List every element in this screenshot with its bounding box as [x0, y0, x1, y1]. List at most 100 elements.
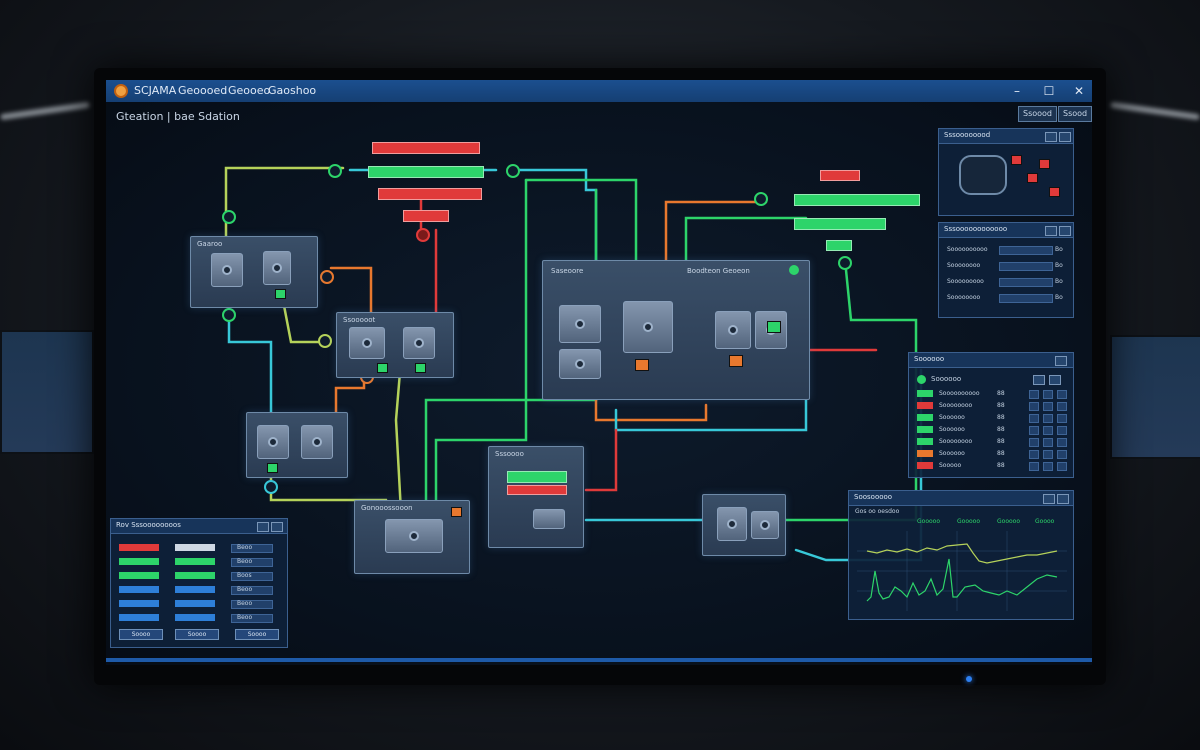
overview-panel[interactable]: Sssoooooood — [938, 128, 1074, 216]
control-row[interactable]: Boos — [119, 571, 283, 581]
panel-filter-button[interactable] — [1033, 375, 1045, 385]
process-node-5[interactable] — [702, 494, 786, 556]
pump-rotor-icon — [362, 338, 372, 348]
trend-panel[interactable]: Soosooooo Gos oo oesdoo Gooooo Gooooo Go… — [848, 490, 1074, 620]
menu-item-2[interactable]: Geooeo — [228, 84, 271, 97]
pump-icon[interactable] — [623, 301, 673, 353]
valve-icon[interactable] — [320, 270, 334, 284]
process-node-2[interactable]: Ssooooot — [336, 312, 454, 378]
panel-filter-button[interactable] — [1049, 375, 1061, 385]
table-row[interactable]: Soooooooooo Bo — [939, 245, 1073, 255]
control-footer-button[interactable]: Soooo — [175, 629, 219, 640]
valve-icon[interactable] — [222, 210, 236, 224]
process-node-3[interactable] — [246, 412, 348, 478]
panel-menu-button[interactable] — [257, 522, 269, 532]
panel-menu-button[interactable] — [1045, 132, 1057, 142]
pump-icon[interactable] — [257, 425, 289, 459]
pump-icon[interactable] — [301, 425, 333, 459]
motor-icon[interactable] — [559, 349, 601, 379]
table-row[interactable]: Soooooooo Bo — [939, 261, 1073, 271]
tank-schematic-icon — [959, 155, 1007, 195]
table-row[interactable]: Soooooooo Bo — [939, 293, 1073, 303]
alarm-tag-icon — [1027, 173, 1038, 183]
maximize-button[interactable]: ☐ — [1043, 84, 1055, 98]
panel-header: Soooooo — [909, 353, 1073, 368]
panel-header: Sssoooooood — [939, 129, 1073, 144]
close-button[interactable]: ✕ — [1073, 84, 1085, 98]
control-level-bar — [119, 600, 159, 607]
trend-line-lower — [866, 558, 1058, 602]
pump-icon[interactable] — [717, 507, 747, 541]
panel-menu-button[interactable] — [1043, 494, 1055, 504]
pump-icon[interactable] — [751, 511, 779, 539]
control-row[interactable]: Beoo — [119, 585, 283, 595]
tank-panel[interactable]: Sssoooo — [488, 446, 584, 548]
valve-icon[interactable] — [754, 192, 768, 206]
process-node-main[interactable]: Saseoore Boodteon Geoeon — [542, 260, 810, 400]
title-bar: SCJAMA Geoooed Geooeo Gaoshoo – ☐ ✕ — [106, 80, 1092, 102]
alarm-cell — [1057, 414, 1067, 423]
pump-icon[interactable] — [533, 509, 565, 529]
row-value: Bo — [1055, 294, 1063, 301]
status-tag-icon — [767, 321, 781, 333]
panel-close-button[interactable] — [1057, 494, 1069, 504]
pump-icon[interactable] — [385, 519, 443, 553]
toolbar-button-2[interactable]: Ssood — [1058, 106, 1092, 122]
control-level-bar — [119, 572, 159, 579]
node-title: Saseoore — [551, 267, 584, 275]
valve-icon[interactable] — [416, 228, 430, 242]
pump-icon[interactable] — [715, 311, 751, 349]
control-row[interactable]: Beoo — [119, 613, 283, 623]
power-led-icon — [966, 676, 972, 682]
table-row[interactable]: Sooooooooo Bo — [939, 277, 1073, 287]
panel-close-button[interactable] — [1059, 226, 1071, 236]
control-row[interactable]: Beoo — [119, 557, 283, 567]
panel-close-button[interactable] — [1059, 132, 1071, 142]
process-node-1[interactable]: Gaaroo — [190, 236, 318, 308]
alarm-label: Soooooooooo — [939, 390, 980, 397]
panel-close-button[interactable] — [271, 522, 283, 532]
control-footer-button[interactable]: Soooo — [119, 629, 163, 640]
valve-icon[interactable] — [838, 256, 852, 270]
control-footer-button[interactable]: Soooo — [235, 629, 279, 640]
motor-icon[interactable] — [559, 305, 601, 343]
control-level-bar — [119, 586, 159, 593]
valve-icon[interactable] — [264, 480, 278, 494]
toolbar-button-1[interactable]: Ssoood — [1018, 106, 1058, 122]
control-value: Beoo — [237, 544, 253, 551]
menu-item-3[interactable]: Gaoshoo — [268, 84, 317, 97]
process-node-4[interactable]: Gonooossooon — [354, 500, 470, 574]
valve-icon[interactable] — [328, 164, 342, 178]
status-table-panel[interactable]: Sssoooooooooooo Soooooooooo Bo Soooooooo… — [938, 222, 1074, 318]
pump-icon[interactable] — [263, 251, 291, 285]
valve-icon[interactable] — [506, 164, 520, 178]
valve-icon[interactable] — [318, 334, 332, 348]
control-level-bar — [119, 544, 159, 551]
level-bar-green — [368, 166, 484, 178]
pump-icon[interactable] — [211, 253, 243, 287]
pipe — [224, 166, 345, 242]
pump-rotor-icon — [727, 519, 737, 529]
level-bar-green — [826, 240, 852, 251]
panel-menu-button[interactable] — [1045, 226, 1057, 236]
menu-item-1[interactable]: Geoooed — [178, 84, 228, 97]
panel-header: Soosooooo — [849, 491, 1073, 506]
status-tag-icon — [729, 355, 743, 367]
control-row[interactable]: Beoo — [119, 543, 283, 553]
minimize-button[interactable]: – — [1014, 84, 1020, 98]
pump-icon[interactable] — [403, 327, 435, 359]
status-tag-icon — [267, 463, 278, 473]
pump-icon[interactable] — [349, 327, 385, 359]
control-row[interactable]: Beoo — [119, 599, 283, 609]
panel-close-button[interactable] — [1055, 356, 1067, 366]
valve-icon[interactable] — [222, 308, 236, 322]
